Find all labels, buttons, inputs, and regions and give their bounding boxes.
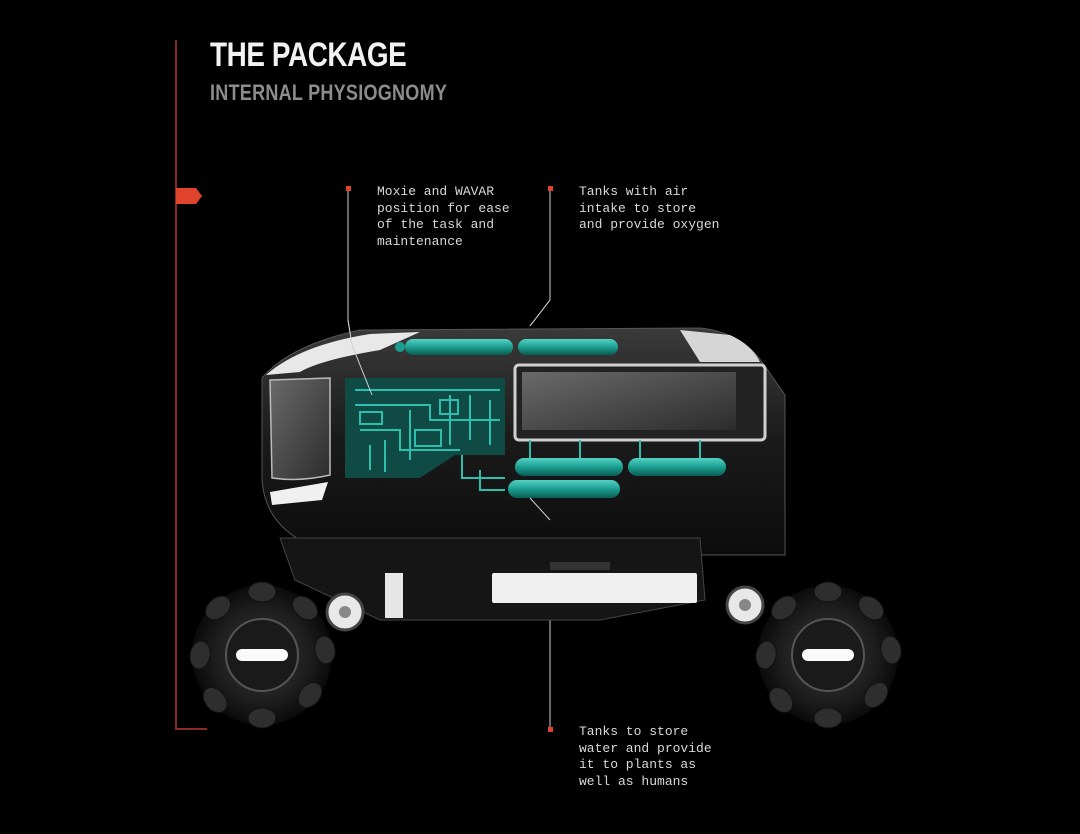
right-wheel: [755, 581, 902, 729]
annotation-water-tanks: Tanks to store water and provide it to p…: [579, 724, 712, 789]
timeline-bottom-tick: [175, 728, 207, 730]
left-wheel: [189, 581, 336, 729]
annotation-air-tanks: Tanks with air intake to store and provi…: [579, 184, 720, 232]
annotation-marker-2: [548, 186, 553, 191]
annotation-marker-3: [548, 727, 553, 732]
page-title: THE PACKAGE: [210, 36, 407, 74]
annotation-marker-1: [346, 186, 351, 191]
page-subtitle: INTERNAL PHYSIOGNOMY: [210, 80, 448, 105]
annotation-moxie-wavar: Moxie and WAVAR position for ease of the…: [377, 184, 510, 249]
left-timeline-line: [175, 40, 177, 730]
